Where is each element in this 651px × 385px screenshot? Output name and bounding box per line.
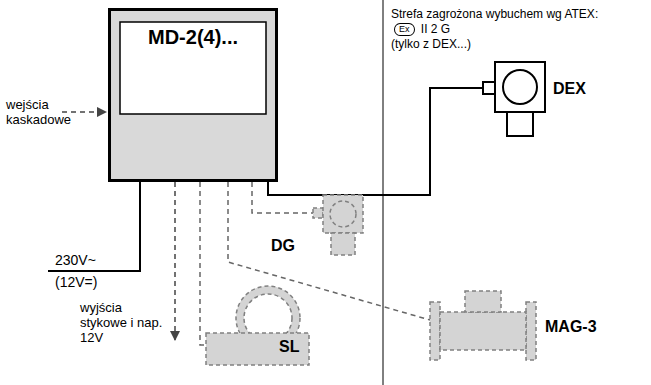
mag-valve: MAG-3 <box>430 290 536 362</box>
dg-sensor-outline <box>313 195 368 257</box>
output-note: wyjścia stykowe i nap. 12V <box>80 300 168 345</box>
zone-note: II 2 G <box>421 22 450 36</box>
zone-border <box>383 0 384 385</box>
sensor-cable <box>268 88 483 195</box>
mag-valve-outline <box>430 290 536 362</box>
controller-box: MD-2(4)... <box>108 8 278 182</box>
supply-voltage: 230V~ <box>55 253 96 268</box>
part-name: DEX <box>553 80 586 98</box>
part-name: DG <box>271 237 295 255</box>
dex-sensor-outline <box>483 60 547 138</box>
output-arrow <box>174 182 176 340</box>
power-wire <box>48 182 140 271</box>
sl-sensor: SL <box>205 288 310 366</box>
part-name: SL <box>279 338 299 356</box>
optional-connection <box>252 182 313 213</box>
zone-note: (tylko z DEX...) <box>391 37 471 51</box>
supply-voltage: (12V=) <box>55 275 97 290</box>
dex-sensor: DEX <box>483 60 547 138</box>
atex-zone-note: Strefa zagrożona wybuchem wg ATEX: Ex II… <box>391 7 616 52</box>
part-name: MAG-3 <box>545 318 597 336</box>
zone-note: Strefa zagrożona wybuchem wg ATEX: <box>391 7 598 21</box>
input-note: wejścia kaskadowe <box>6 97 72 127</box>
optional-connection <box>228 182 430 320</box>
optional-connection <box>200 182 205 345</box>
dg-sensor: DG <box>313 195 368 257</box>
ex-symbol: Ex <box>394 23 415 36</box>
device-name: MD-2(4)... <box>148 26 238 49</box>
